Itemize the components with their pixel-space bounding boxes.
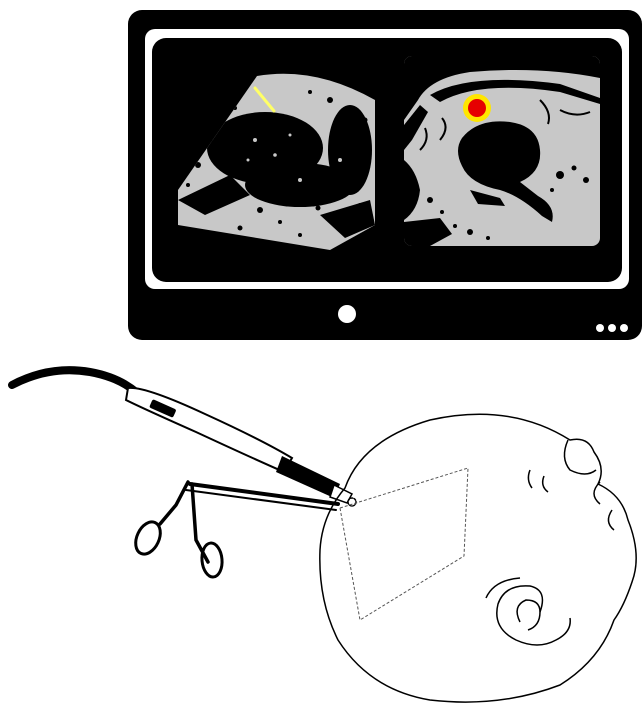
ear <box>497 586 570 645</box>
surgical-clamp-icon <box>131 482 356 578</box>
ultrasound-probe-icon <box>12 370 352 503</box>
probe-cable <box>12 370 136 392</box>
mri-panel <box>404 56 600 246</box>
probe-tip <box>276 456 340 498</box>
surgical-field-outline <box>340 468 468 620</box>
home-button-icon[interactable] <box>338 305 356 323</box>
head-outline-drawing <box>320 414 636 702</box>
target-marker-icon <box>468 99 486 117</box>
head-outline <box>320 414 636 702</box>
more-dots-icon[interactable] <box>596 324 628 332</box>
probe-body <box>126 388 292 472</box>
